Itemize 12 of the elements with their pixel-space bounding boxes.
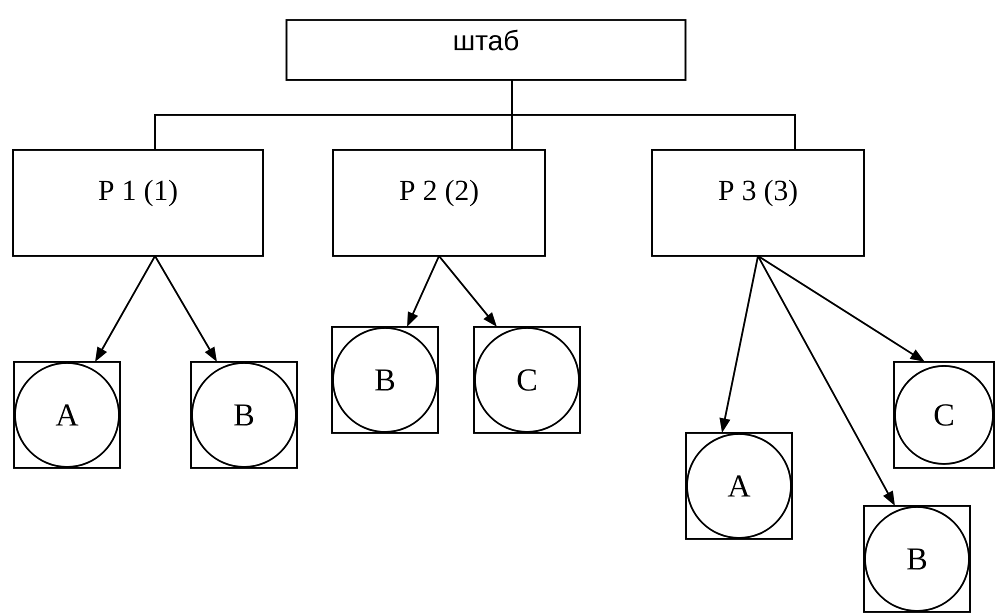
circle-in-square: С [893,361,995,469]
unit-box: Р 2 (2) [332,149,546,257]
circle-in-square: В [331,326,439,434]
unit-box: Р 1 (1) [12,149,264,257]
unit-box: Р 3 (3) [651,149,865,257]
circle-in-square: А [13,361,121,469]
circle-in-square: В [190,361,298,469]
circle-in-square: С [473,326,581,434]
connector-line [511,80,796,150]
circle-in-square: В [863,505,971,613]
circle-in-square: А [685,432,793,540]
headquarters-box: штаб [286,19,686,81]
